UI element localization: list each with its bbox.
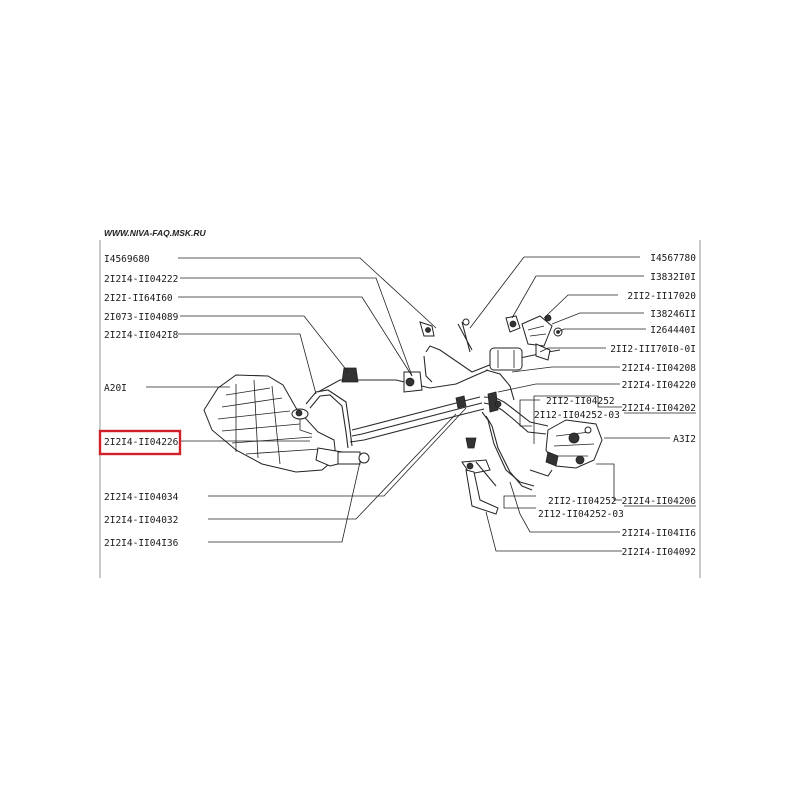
label-2ii2-iii70i0-0i: 2II2-III70I0-0I	[610, 344, 696, 355]
label-2i2i4-ii04ii6: 2I2I4-II04II6	[622, 528, 697, 539]
label-2i2i4-ii04206: 2I2I4-II04206	[622, 496, 697, 507]
label-2i2i4-ii04222: 2I2I4-II04222	[104, 274, 178, 285]
label-2i2i4-ii04202: 2I2I4-II04202	[622, 403, 696, 414]
labels-left: I4569680 2I2I4-II04222 2I2I-II64I60 2I07…	[104, 254, 179, 549]
label-2i2i-ii64i60: 2I2I-II64I60	[104, 293, 173, 304]
label-mid-2ii2-ii04252-a: 2II2-II04252	[546, 396, 615, 407]
pipe-bracket	[461, 459, 499, 515]
label-2i2i4-ii04i36: 2I2I4-II04I36	[104, 538, 179, 549]
label-i4569680: I4569680	[104, 254, 150, 265]
label-2i2i4-ii04208: 2I2I4-II04208	[622, 363, 697, 374]
label-i3832i0i: I3832I0I	[650, 272, 696, 283]
carburettor	[545, 419, 603, 469]
leader-lines-left	[146, 257, 467, 543]
label-mid-2ii2-ii04252-b: 2II2-II04252	[548, 496, 617, 507]
clamps-and-fittings	[337, 318, 502, 465]
site-watermark: WWW.NIVA-FAQ.MSK.RU	[104, 228, 207, 238]
label-2i2i4-ii04226: 2I2I4-II04226	[104, 437, 179, 448]
fuel-pump-group	[505, 314, 563, 361]
leader-lines-right	[469, 256, 670, 552]
labels-right: I4567780 I3832I0I 2II2-II17020 I38246II …	[610, 253, 696, 558]
label-i38246ii: I38246II	[650, 309, 696, 320]
label-i264440i: I264440I	[650, 325, 696, 336]
label-2i073-ii04089: 2I073-II04089	[104, 312, 179, 323]
fuel-tank	[203, 374, 347, 473]
label-a20i: A20I	[104, 383, 127, 394]
label-2i2i4-ii04092: 2I2I4-II04092	[622, 547, 696, 558]
labels-mid: 2II2-II04252 2I12-II04252-03 2II2-II0425…	[534, 396, 624, 520]
label-a3i2: A3I2	[673, 434, 696, 445]
label-2i2i4-ii04034: 2I2I4-II04034	[104, 492, 179, 503]
highlight-box	[98, 429, 182, 456]
label-2i2i4-ii04032: 2I2I4-II04032	[104, 515, 178, 526]
label-i4567780: I4567780	[650, 253, 696, 264]
label-mid-2i12-ii04252-03-b: 2I12-II04252-03	[538, 509, 624, 520]
fuel-filter	[489, 347, 523, 371]
label-2i2i4-ii04220: 2I2I4-II04220	[622, 380, 697, 391]
label-2i2i4-ii042i8: 2I2I4-II042I8	[104, 330, 179, 341]
label-2ii2-ii17020: 2II2-II17020	[627, 291, 696, 302]
label-mid-2i12-ii04252-03-a: 2I12-II04252-03	[534, 410, 620, 421]
